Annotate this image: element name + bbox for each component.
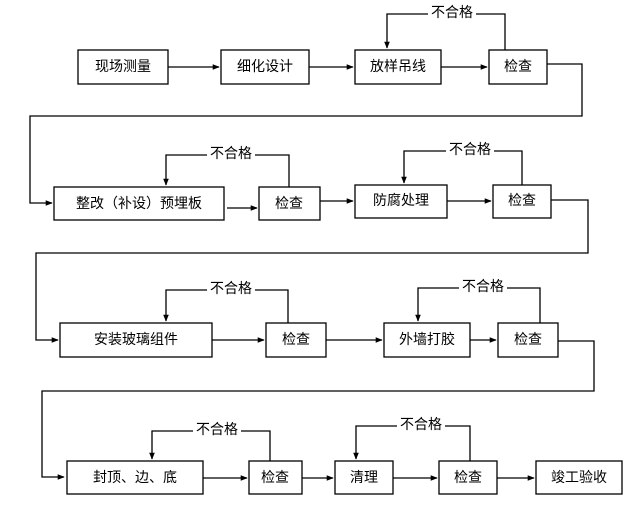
label-rework-embeds: 整改（补设）预埋板 xyxy=(76,196,202,212)
step-box-inspection-1 xyxy=(488,49,548,85)
label-inspection-1: 检查 xyxy=(504,59,532,75)
label-site-survey: 现场测量 xyxy=(95,59,151,75)
label-inspection-7: 检查 xyxy=(454,470,482,486)
fail-label-5: 不合格 xyxy=(462,279,504,295)
fail-label-4: 不合格 xyxy=(210,281,252,297)
label-final-acceptance: 竣工验收 xyxy=(551,470,607,486)
label-inspection-2: 检查 xyxy=(275,196,303,212)
label-anticorrosion: 防腐处理 xyxy=(373,192,429,209)
fail-label-2: 不合格 xyxy=(210,146,252,162)
label-inspection-4: 检查 xyxy=(282,332,310,348)
connector-row1-row2 xyxy=(29,63,583,206)
fail-label-3: 不合格 xyxy=(449,142,491,158)
label-inspection-3: 检查 xyxy=(508,193,536,209)
label-detailed-design: 细化设计 xyxy=(237,59,293,75)
step-box-final-acceptance xyxy=(535,460,623,495)
fail-label-7: 不合格 xyxy=(400,417,442,433)
label-seal-edges: 封顶、边、底 xyxy=(93,470,177,486)
step-box-inspection-5 xyxy=(497,322,559,358)
fail-label-6: 不合格 xyxy=(196,422,238,438)
step-box-rework-embeds xyxy=(53,186,225,221)
label-layout-plumb: 放样吊线 xyxy=(370,59,426,75)
label-install-glass: 安装玻璃组件 xyxy=(94,331,178,348)
connector-row2-row3 xyxy=(35,199,589,343)
label-cleanup: 清理 xyxy=(350,470,378,486)
label-inspection-6: 检查 xyxy=(261,470,289,486)
fail-label-1: 不合格 xyxy=(431,5,473,21)
connector-row3-row4 xyxy=(41,340,595,480)
label-sealant: 外墙打胶 xyxy=(399,331,455,348)
label-inspection-5: 检查 xyxy=(514,332,542,348)
